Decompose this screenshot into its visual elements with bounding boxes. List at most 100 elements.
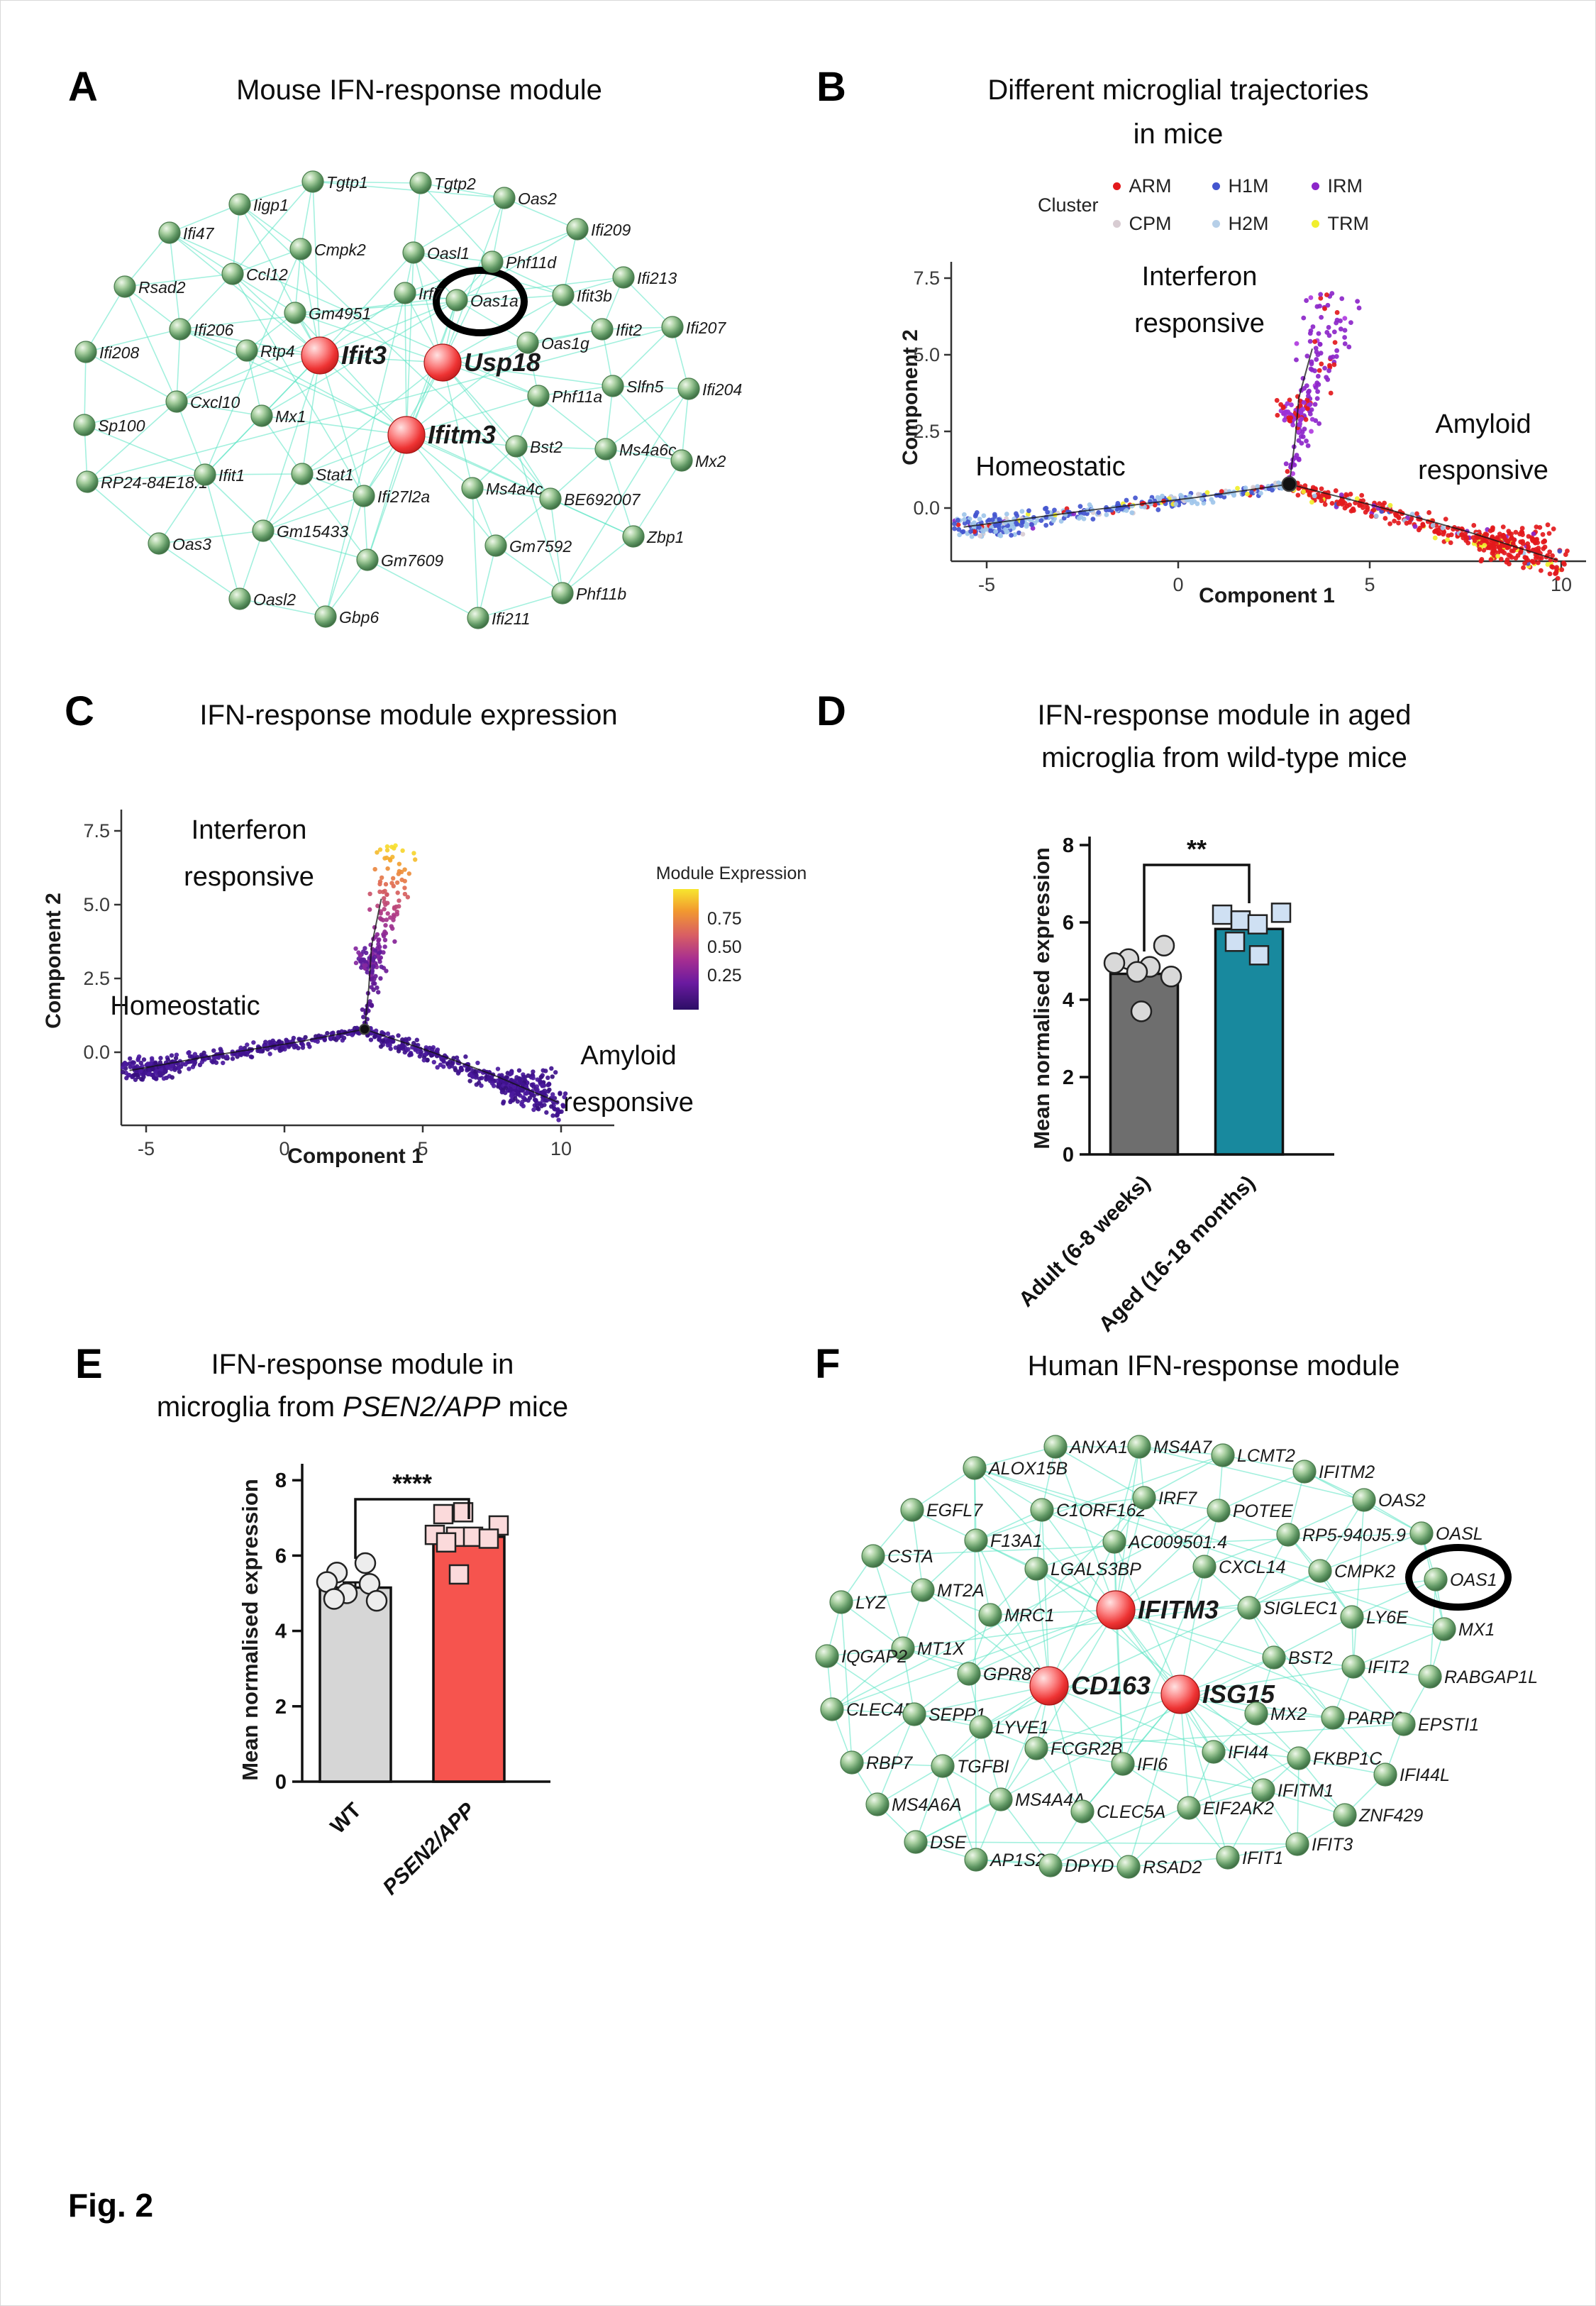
network-edge	[319, 252, 414, 356]
cluster-legend-title: Cluster	[1038, 194, 1099, 216]
significance-bracket	[354, 1498, 470, 1559]
data-point	[402, 891, 408, 897]
data-point	[466, 1066, 471, 1071]
network-edge	[975, 1540, 1050, 1687]
data-point	[1310, 324, 1316, 329]
network-edge	[911, 1509, 977, 1541]
gene-label-OAS2: OAS2	[1378, 1491, 1426, 1511]
network-edge	[406, 395, 539, 436]
data-point	[1294, 453, 1299, 458]
network-edge	[176, 355, 321, 402]
data-point	[363, 963, 368, 968]
data-point	[1304, 438, 1309, 443]
data-point	[385, 911, 390, 916]
network-edge	[179, 329, 248, 351]
data-point	[1305, 443, 1311, 448]
data-point	[509, 1093, 514, 1098]
data-point	[369, 1003, 375, 1008]
data-point	[431, 1059, 437, 1065]
data-point	[1309, 407, 1314, 412]
gene-label-ISG15: ISG15	[1202, 1679, 1275, 1709]
network-edge	[562, 388, 689, 594]
data-point	[1470, 535, 1476, 541]
data-point	[538, 1074, 543, 1080]
network-edge	[1128, 1694, 1181, 1868]
network-edge	[841, 1601, 853, 1763]
data-point	[1475, 535, 1480, 541]
network-edge	[1298, 1758, 1346, 1816]
network-edge	[1041, 1509, 1115, 1543]
gene-label-Ifi209: Ifi209	[591, 221, 631, 239]
data-point	[402, 1049, 407, 1055]
gene-label-ALOX15B: ALOX15B	[987, 1459, 1068, 1479]
data-point	[187, 1050, 192, 1055]
gene-label-MX2: MX2	[1270, 1704, 1307, 1724]
data-point	[542, 1103, 547, 1108]
data-point	[504, 1075, 509, 1080]
data-point	[1340, 500, 1345, 506]
network-edge	[239, 204, 301, 250]
data-point	[988, 528, 994, 534]
network-edge	[169, 232, 539, 397]
gene-node-CLEC4E	[820, 1697, 844, 1721]
data-point	[388, 1046, 393, 1052]
data-point	[1443, 517, 1448, 522]
gene-node-Ifi211	[467, 607, 489, 629]
gene-label-MS4A7: MS4A7	[1153, 1438, 1212, 1457]
x-tick-label: -5	[138, 1138, 155, 1159]
data-point	[411, 851, 416, 856]
network-edge	[169, 232, 233, 275]
data-point	[1133, 495, 1138, 501]
legend-item-H1M: H1M	[1212, 175, 1312, 197]
data-point	[1553, 571, 1558, 576]
data-point	[323, 1588, 345, 1610]
data-point	[1477, 546, 1483, 552]
network-edge	[367, 434, 407, 561]
data-point	[368, 1037, 374, 1042]
network-edge	[232, 248, 301, 275]
data-point	[962, 517, 967, 522]
gene-label-FKBP1C: FKBP1C	[1313, 1749, 1382, 1769]
network-edge	[612, 385, 689, 390]
gene-label-BST2: BST2	[1288, 1648, 1333, 1668]
data-point	[526, 1098, 531, 1103]
data-point	[463, 1054, 468, 1059]
gene-label-DSE: DSE	[930, 1833, 967, 1853]
gene-label-DPYD: DPYD	[1065, 1856, 1114, 1876]
gene-label-Ms4a6c: Ms4a6c	[619, 441, 677, 459]
data-point	[1285, 469, 1290, 474]
data-point	[1002, 526, 1008, 532]
data-point	[1529, 558, 1535, 564]
network-edge	[1138, 1446, 1365, 1501]
y-tick-label: 4	[275, 1621, 287, 1643]
colorbar-gradient	[673, 889, 699, 1010]
legend-item-IRM: IRM	[1311, 175, 1411, 197]
gene-label-FCGR2B: FCGR2B	[1051, 1739, 1122, 1759]
data-point	[1545, 562, 1551, 567]
network-edge	[232, 204, 240, 275]
gene-node-Ms4a4c	[461, 477, 484, 500]
data-point	[1020, 531, 1026, 537]
highlight-circle-annotation	[433, 267, 528, 336]
network-edge	[1353, 1666, 1404, 1725]
gene-label-CD163: CD163	[1071, 1671, 1151, 1700]
data-point	[1285, 409, 1291, 414]
data-point	[1124, 497, 1129, 503]
gene-node-OASL	[1409, 1521, 1434, 1545]
network-edge	[1256, 1713, 1334, 1719]
data-point	[362, 946, 367, 951]
network-edge	[623, 277, 673, 328]
data-point	[353, 960, 359, 966]
gene-node-RP24-84E18.1	[76, 470, 99, 493]
gene-label-ZNF429: ZNF429	[1358, 1806, 1423, 1826]
data-point	[1129, 510, 1135, 516]
data-point	[521, 1103, 526, 1109]
data-point	[1547, 571, 1553, 577]
network-edge	[1218, 1471, 1305, 1511]
network-edge	[87, 481, 160, 544]
data-point	[1314, 349, 1319, 355]
data-point	[139, 1076, 144, 1082]
network-edge	[1248, 1534, 1289, 1609]
data-point	[521, 1074, 526, 1079]
network-edge	[538, 395, 606, 450]
